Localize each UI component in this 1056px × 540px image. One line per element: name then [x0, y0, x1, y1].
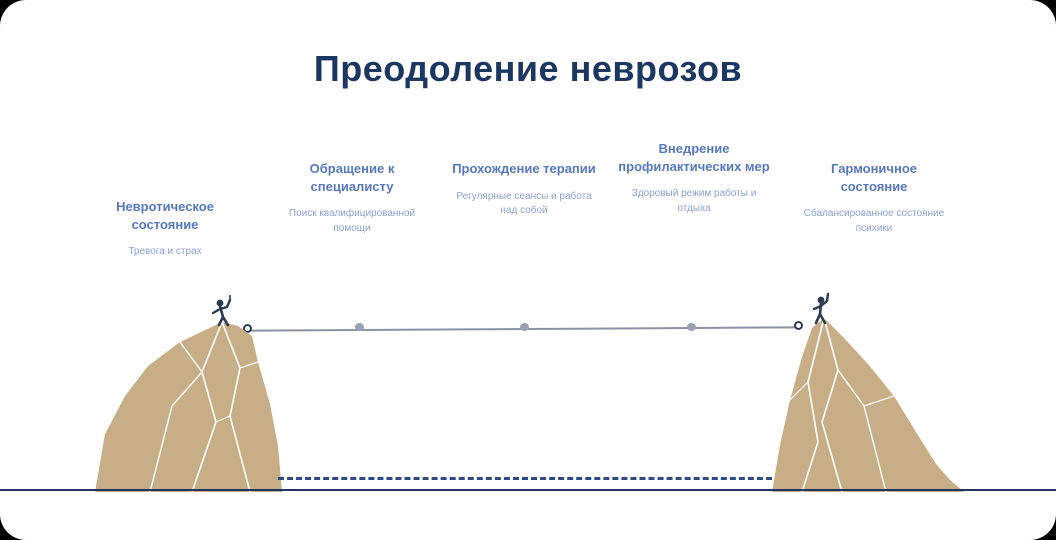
- step-subtext: Здоровый режим работы и отдыха: [631, 188, 757, 214]
- step-heading: Обращение к специалисту: [309, 161, 395, 194]
- climber-icon: [211, 295, 232, 327]
- step-consult-specialist: Обращение к специалисту Поиск квалифицир…: [277, 160, 427, 236]
- step-heading: Внедрение профилактических мер: [618, 141, 770, 174]
- step-subtext: Сбалансированное состояние психики: [803, 208, 945, 234]
- rope-knot-icon: [520, 323, 529, 331]
- climber-icon: [812, 292, 830, 325]
- mountain-icon: [772, 317, 964, 492]
- step-subtext: Тревога и страх: [128, 246, 202, 258]
- step-subtext: Поиск квалифицированной помощи: [288, 208, 416, 234]
- step-heading: Невротическое состояние: [116, 199, 214, 232]
- step-preventive-measures: Внедрение профилактических мер Здоровый …: [614, 140, 774, 216]
- valley-dashed-line: [278, 477, 772, 480]
- rope-anchor-icon: [794, 321, 803, 330]
- rope-knot-icon: [687, 323, 696, 331]
- step-therapy: Прохождение терапии Регулярные сеансы и …: [450, 160, 598, 219]
- step-subtext: Регулярные сеансы и работа над собой: [456, 190, 592, 217]
- rope-knot-icon: [355, 323, 364, 331]
- page-title: Преодоление неврозов: [313, 48, 743, 89]
- step-heading: Прохождение терапии: [452, 161, 596, 176]
- step-neurotic-state: Невротическое состояние Тревога и страх: [90, 198, 240, 260]
- step-heading: Гармоничное состояние: [831, 161, 917, 194]
- step-harmonious-state: Гармоничное состояние Сбалансированное с…: [800, 160, 948, 236]
- mountain-icon: [95, 321, 282, 493]
- ground-baseline: [0, 489, 1056, 491]
- rope-anchor-icon: [243, 324, 252, 333]
